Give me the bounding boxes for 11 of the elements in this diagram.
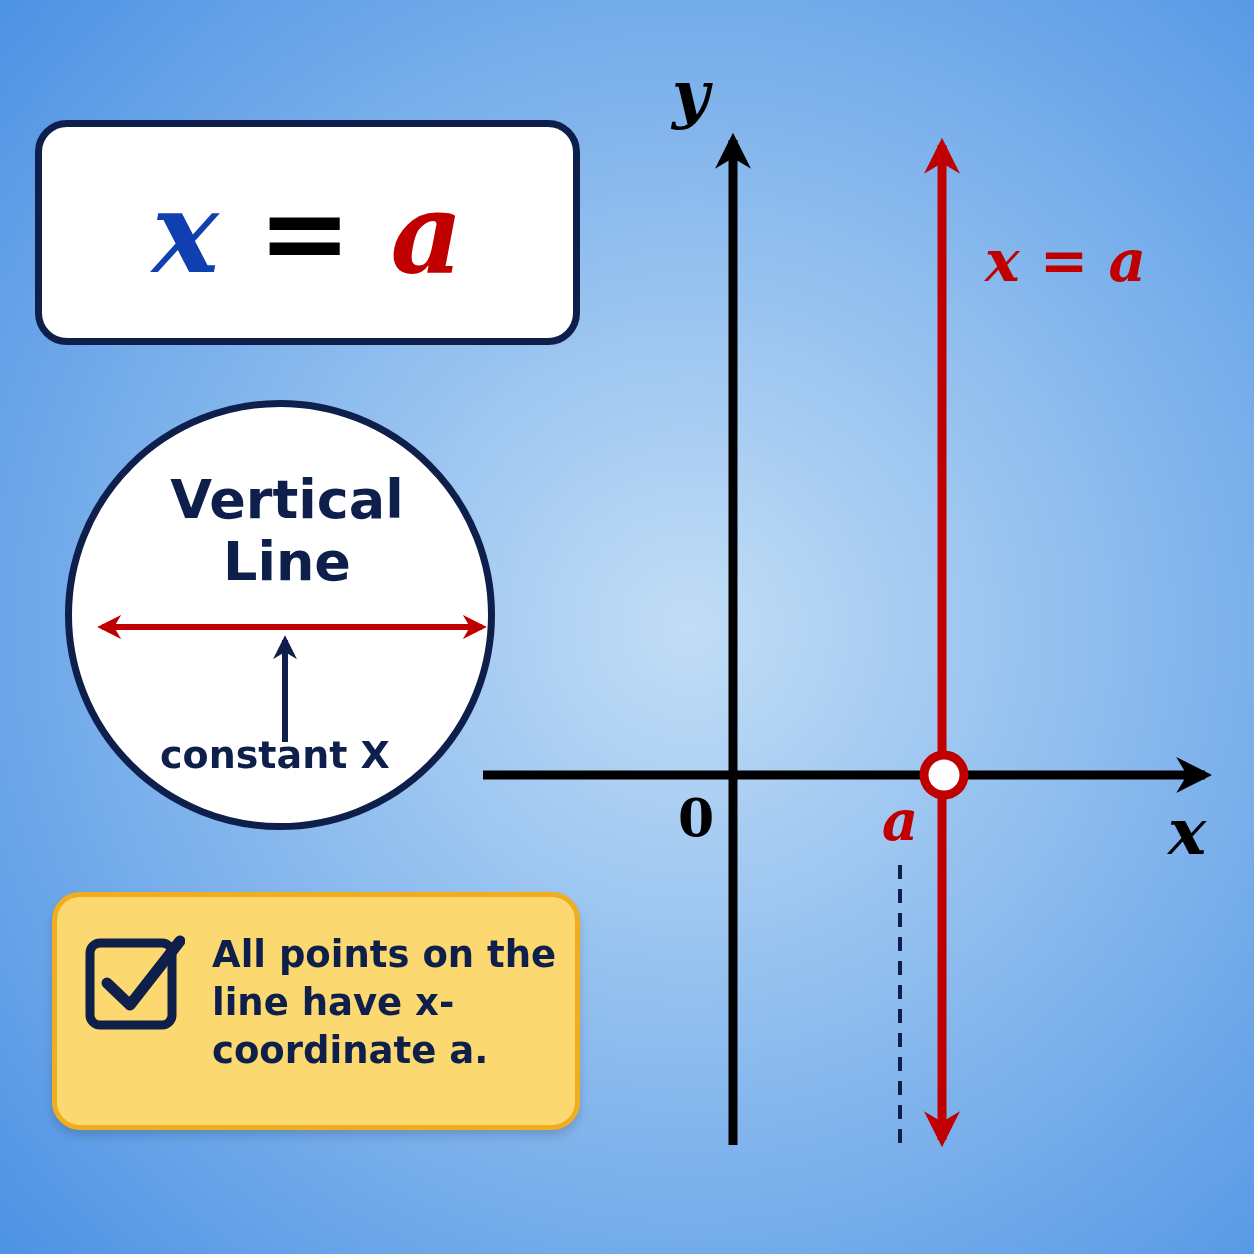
origin-label: 0 xyxy=(678,792,715,844)
axis-label: x xyxy=(1168,800,1207,864)
equation-text: x = a xyxy=(151,176,464,289)
equation-box xyxy=(35,120,580,345)
note-text: All points on the line have x-coordinate a. xyxy=(212,932,558,1075)
note-card xyxy=(52,892,580,1130)
equation-label: x = a xyxy=(985,232,1147,290)
leader-arrow xyxy=(273,635,297,742)
tick-label: a xyxy=(882,792,919,848)
heading-text: Vertical Line xyxy=(169,469,405,594)
caption-text: constant X xyxy=(115,735,435,777)
